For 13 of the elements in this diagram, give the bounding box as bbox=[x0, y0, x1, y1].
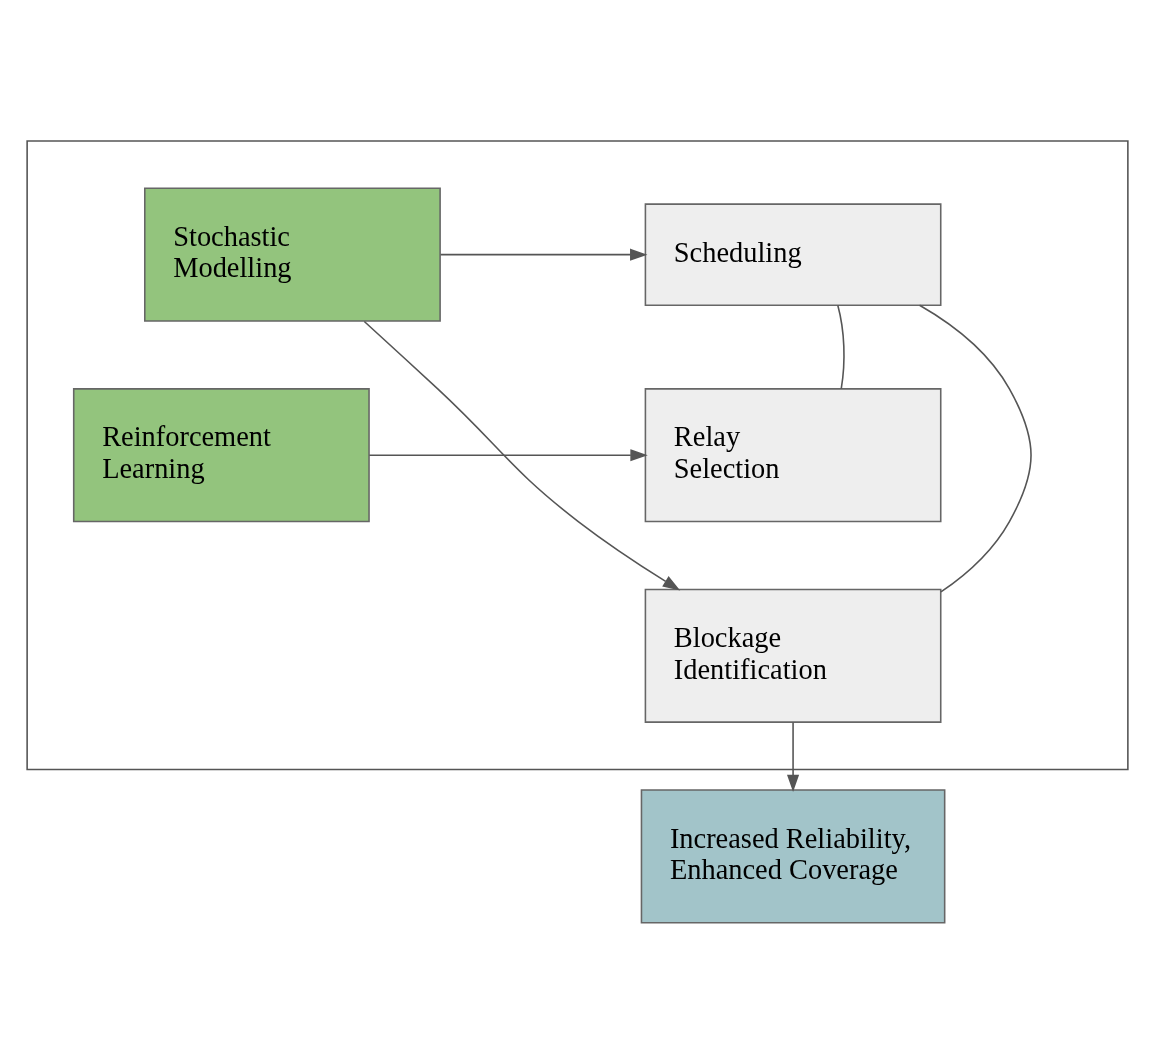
node-box: Scheduling bbox=[644, 203, 942, 306]
node-box: Reinforcement Learning bbox=[72, 388, 370, 523]
node-box: Relay Selection bbox=[644, 388, 942, 523]
arrow bbox=[363, 320, 681, 591]
connector bbox=[918, 304, 1032, 593]
arrow bbox=[786, 721, 800, 793]
connector bbox=[837, 304, 845, 390]
cluster bbox=[26, 140, 1129, 771]
node-box: Increased Reliability, Enhanced Coverage bbox=[640, 789, 946, 924]
arrow bbox=[368, 449, 648, 462]
arrow bbox=[439, 248, 648, 261]
node-box: Blockage Identification bbox=[644, 588, 942, 723]
node-box: Stochastic Modelling bbox=[144, 187, 441, 322]
